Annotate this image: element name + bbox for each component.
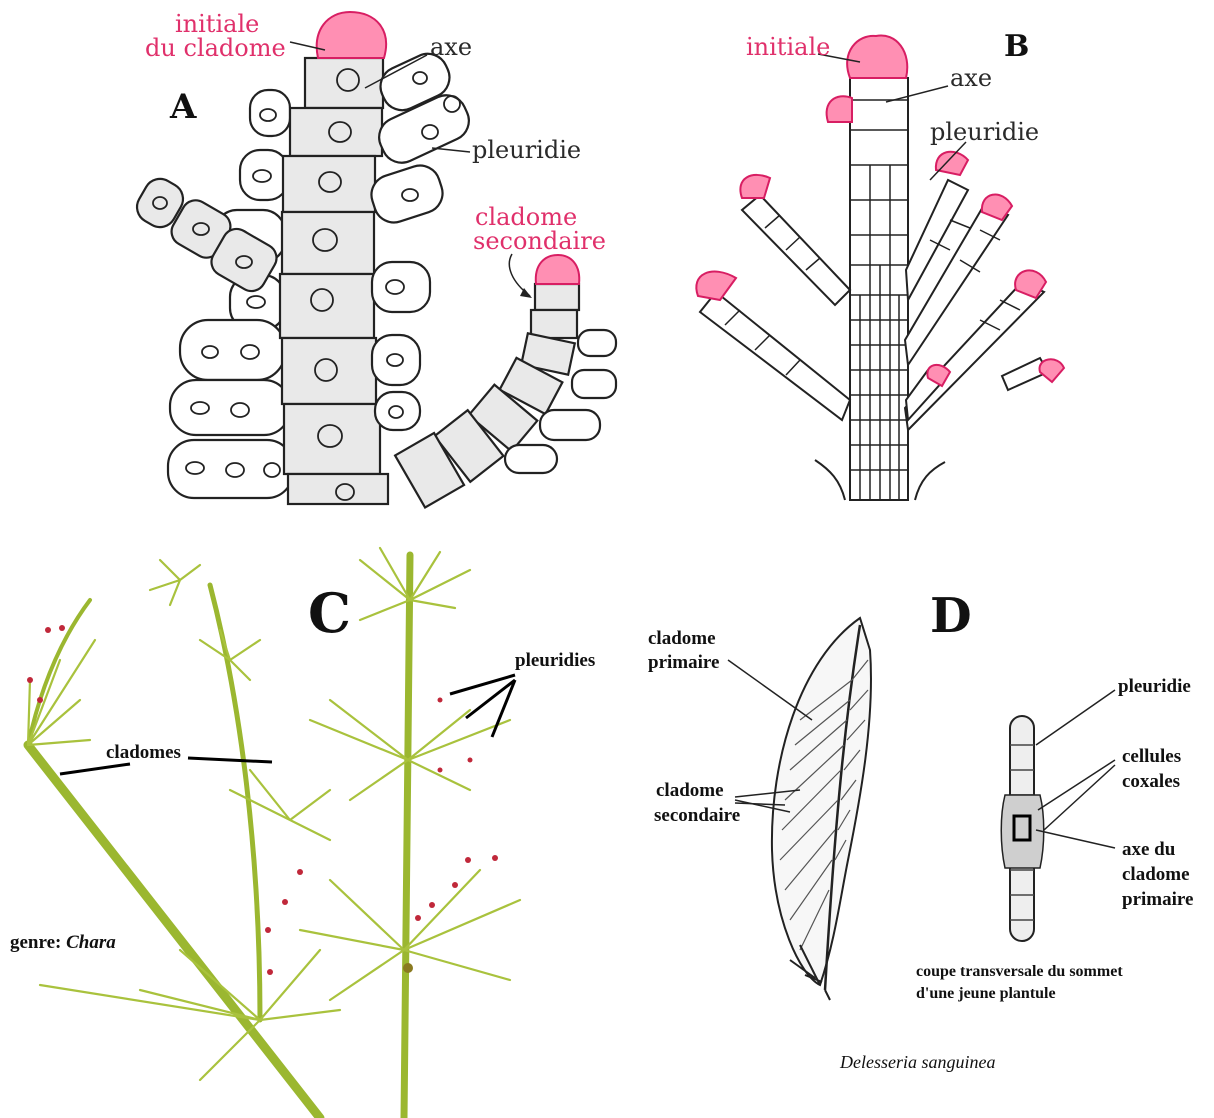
panel-a-pleuridie-label: pleuridie [472, 136, 581, 164]
panel-c-spores [27, 625, 498, 975]
panel-d-axe-label-2: cladome [1122, 864, 1190, 885]
panel-b-axe-label: axe [950, 64, 992, 92]
panel-d-axe-label-1: axe du [1122, 839, 1176, 860]
panel-d-axe-label-3: primaire [1122, 889, 1193, 910]
panel-d-cladome-secondaire-label-2: secondaire [654, 805, 740, 826]
panel-d-pleuridie-label: pleuridie [1118, 676, 1191, 697]
panel-c: C pleuridies cladomes genre: Chara [10, 548, 595, 1118]
panel-b-axis [850, 78, 908, 500]
panel-c-plant [27, 548, 520, 1118]
panel-c-genre-prefix: genre: [10, 932, 66, 953]
panel-d-leaf [772, 618, 871, 1000]
panel-b-pleuridie-label: pleuridie [930, 118, 1039, 146]
panel-c-whorls [28, 548, 520, 1080]
panel-a-initial-label-2: du cladome [145, 34, 286, 62]
panel-d-cellules-label-1: cellules [1122, 746, 1181, 767]
panel-d-cladome-secondaire-label-1: cladome [656, 780, 724, 801]
panel-b-initial-label: initiale [746, 33, 830, 61]
panel-d-cellules-label-2: coxales [1122, 771, 1180, 792]
panel-a-initial-cell [317, 12, 386, 58]
panel-c-genre-label: genre: Chara [10, 932, 116, 953]
panel-a-letter: A [169, 87, 197, 127]
panel-d-letter: D [930, 588, 972, 644]
panel-d-coupe-label-1: coupe transversale du sommet [916, 963, 1123, 980]
panel-d: D cladome primaire cladome secondaire pl… [648, 588, 1193, 1072]
panel-a-cladome-label-2: secondaire [473, 227, 606, 255]
panel-b: B initiale axe pleuridie [696, 29, 1064, 500]
panel-c-letter: C [308, 581, 351, 645]
panel-d-cladome-primaire-label-1: cladome [648, 628, 716, 649]
panel-c-genre-name: Chara [66, 932, 116, 953]
panel-d-cross-section [1001, 716, 1044, 941]
panel-c-cladomes-label: cladomes [106, 742, 181, 763]
panel-a: A initiale du cladome axe pleuridie clad… [131, 10, 616, 507]
panel-d-cladome-primaire-label-2: primaire [648, 652, 719, 673]
panel-c-pleuridies-label: pleuridies [515, 650, 595, 671]
panel-d-coupe-label-2: d'une jeune plantule [916, 985, 1056, 1002]
panel-b-letter: B [1004, 29, 1029, 64]
panel-a-axe-label: axe [430, 33, 472, 61]
panel-d-species-label: Delesseria sanguinea [839, 1052, 995, 1072]
panel-a-pleuridia-left [168, 90, 293, 498]
